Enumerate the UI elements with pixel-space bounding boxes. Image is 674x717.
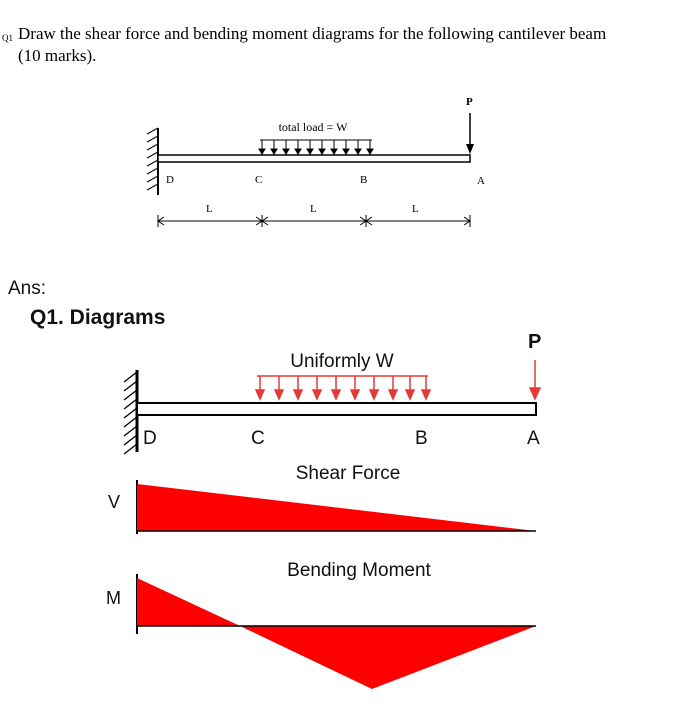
problem-fixed-support [146, 127, 159, 195]
answer-diagrams: Uniformly W P D C B A Shear Force V Bend… [106, 331, 542, 689]
moment-negative-area [240, 626, 536, 689]
answer-point-b: B [415, 428, 428, 449]
problem-point-load-label: P [466, 96, 473, 108]
problem-point-c: C [255, 174, 262, 186]
question-text: Draw the shear force and bending moment … [18, 24, 607, 43]
answer-distributed-load [254, 375, 432, 401]
answer-label: Ans: [8, 278, 47, 299]
answer-point-a: A [527, 428, 540, 449]
problem-span-3: L [412, 203, 419, 215]
bending-moment-title: Bending Moment [287, 560, 431, 581]
shear-force-area [137, 484, 536, 531]
problem-point-load-arrow [466, 113, 474, 154]
moment-axis-label: M [106, 588, 121, 608]
problem-dimension-line [157, 215, 471, 227]
answer-fixed-support [123, 370, 139, 455]
question-number: Q1 [2, 33, 13, 43]
question-marks: (10 marks). [18, 46, 97, 65]
moment-positive-area [137, 578, 240, 626]
answer-title: Q1. Diagrams [30, 306, 166, 329]
answer-beam [136, 402, 537, 416]
problem-point-d: D [166, 174, 174, 186]
answer-point-load-arrow [528, 360, 542, 401]
problem-distributed-load [258, 139, 374, 155]
answer-point-c: C [251, 428, 265, 449]
answer-point-load-label: P [528, 331, 541, 353]
problem-span-1: L [206, 203, 213, 215]
problem-point-a: A [477, 175, 485, 187]
problem-load-label: total load = W [279, 120, 349, 134]
problem-point-b: B [360, 174, 367, 186]
answer-point-d: D [143, 428, 157, 449]
shear-force-title: Shear Force [296, 463, 401, 484]
problem-span-2: L [310, 203, 317, 215]
shear-axis-label: V [108, 492, 120, 512]
answer-load-label: Uniformly W [290, 351, 394, 372]
problem-beam-figure: total load = W P D C B A L L L [146, 96, 485, 227]
problem-beam [157, 154, 471, 163]
